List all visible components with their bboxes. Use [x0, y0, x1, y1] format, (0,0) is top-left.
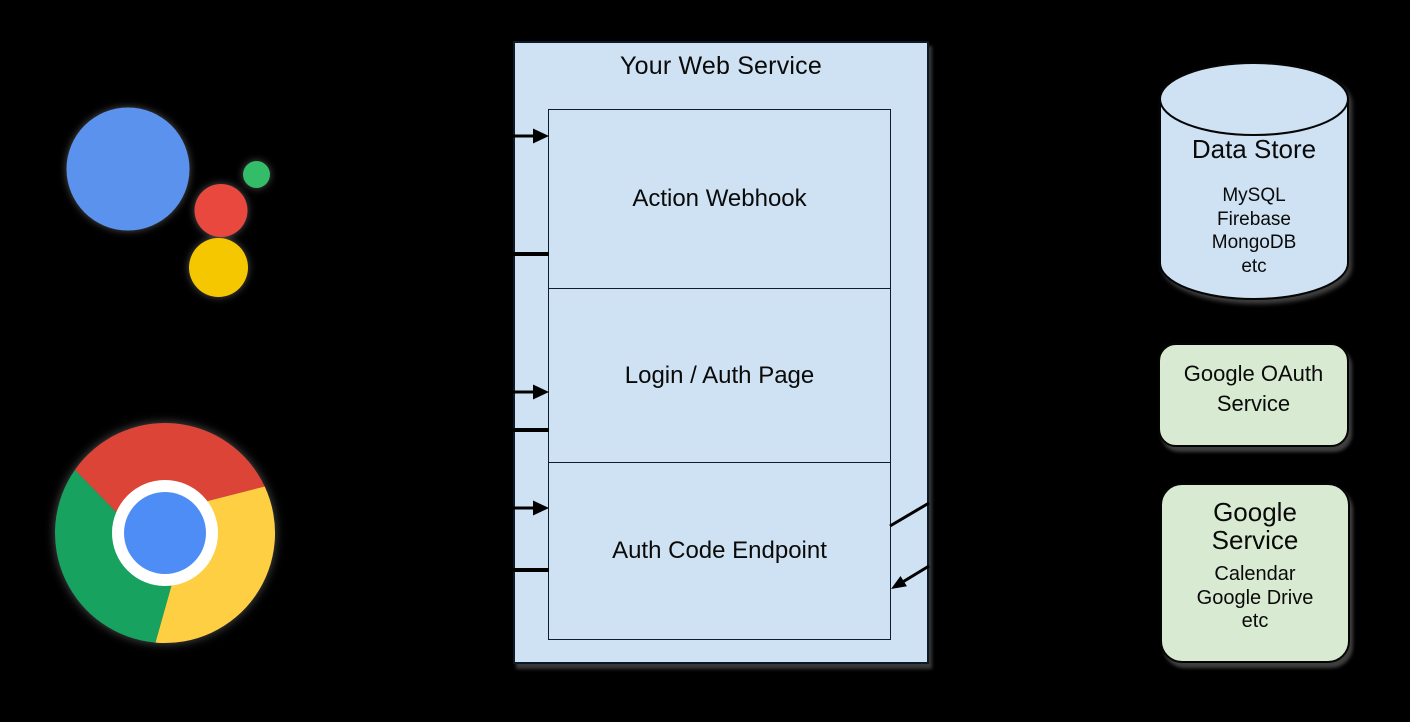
chrome-red-segment	[74, 422, 265, 523]
assistant-green-circle	[243, 161, 270, 188]
data-store-item: MySQL	[1222, 185, 1286, 206]
assistant-red-circle	[194, 184, 248, 237]
data-store-item: Firebase	[1217, 208, 1291, 230]
web-service-box: Your Web Service Action Webhook Login / …	[513, 41, 929, 664]
google-service-title-line1: Google	[1213, 497, 1297, 527]
arrowhead-at-oauth-box	[1143, 431, 1159, 445]
action-webhook-label: Action Webhook	[632, 185, 807, 213]
cylinder-top	[1159, 62, 1349, 136]
google-service-item: etc	[1241, 610, 1269, 632]
oauth-service-label-line1: Google OAuth	[1183, 361, 1324, 386]
google-service-item: Google Drive	[1196, 586, 1314, 609]
cylinder-body	[1159, 99, 1349, 300]
line-stub-at-google-service-box	[1151, 466, 1178, 486]
google-oauth-service-box: Google OAuth Service	[1158, 343, 1349, 447]
google-service-title-line2: Service	[1211, 525, 1299, 555]
chrome-blue-center	[124, 492, 206, 574]
google-service-title: Google Service	[1162, 498, 1348, 554]
assistant-blue-circle	[66, 107, 190, 231]
data-store-item: MongoDB	[1211, 232, 1297, 253]
data-store-title: Data Store	[1191, 134, 1317, 164]
line-stub-at-oauth-box	[1140, 437, 1148, 445]
assistant-yellow-circle	[189, 238, 248, 297]
data-store-items: MySQL Firebase MongoDB etc	[1160, 184, 1348, 278]
google-service-items: Calendar Google Drive etc	[1162, 563, 1348, 634]
google-service-box: Google Service Calendar Google Drive etc	[1160, 483, 1350, 663]
login-auth-page-label: Login / Auth Page	[624, 361, 815, 389]
chrome-yellow-segment	[155, 486, 276, 644]
action-webhook-box: Action Webhook	[549, 110, 890, 288]
web-service-title: Your Web Service	[620, 52, 822, 80]
google-assistant-icon	[66, 107, 270, 297]
auth-code-endpoint-label: Auth Code Endpoint	[612, 536, 827, 564]
auth-code-endpoint-box: Auth Code Endpoint	[549, 461, 890, 639]
web-service-sections: Action Webhook Login / Auth Page Auth Co…	[548, 109, 891, 640]
google-service-item: Calendar	[1214, 563, 1296, 585]
data-store-item: etc	[1241, 255, 1267, 277]
login-auth-page-box: Login / Auth Page	[549, 288, 890, 461]
chrome-logo-icon	[54, 422, 276, 644]
data-store-cylinder	[1159, 62, 1349, 300]
chrome-green-segment	[54, 469, 176, 643]
oauth-service-label-line2: Service	[1216, 391, 1291, 416]
